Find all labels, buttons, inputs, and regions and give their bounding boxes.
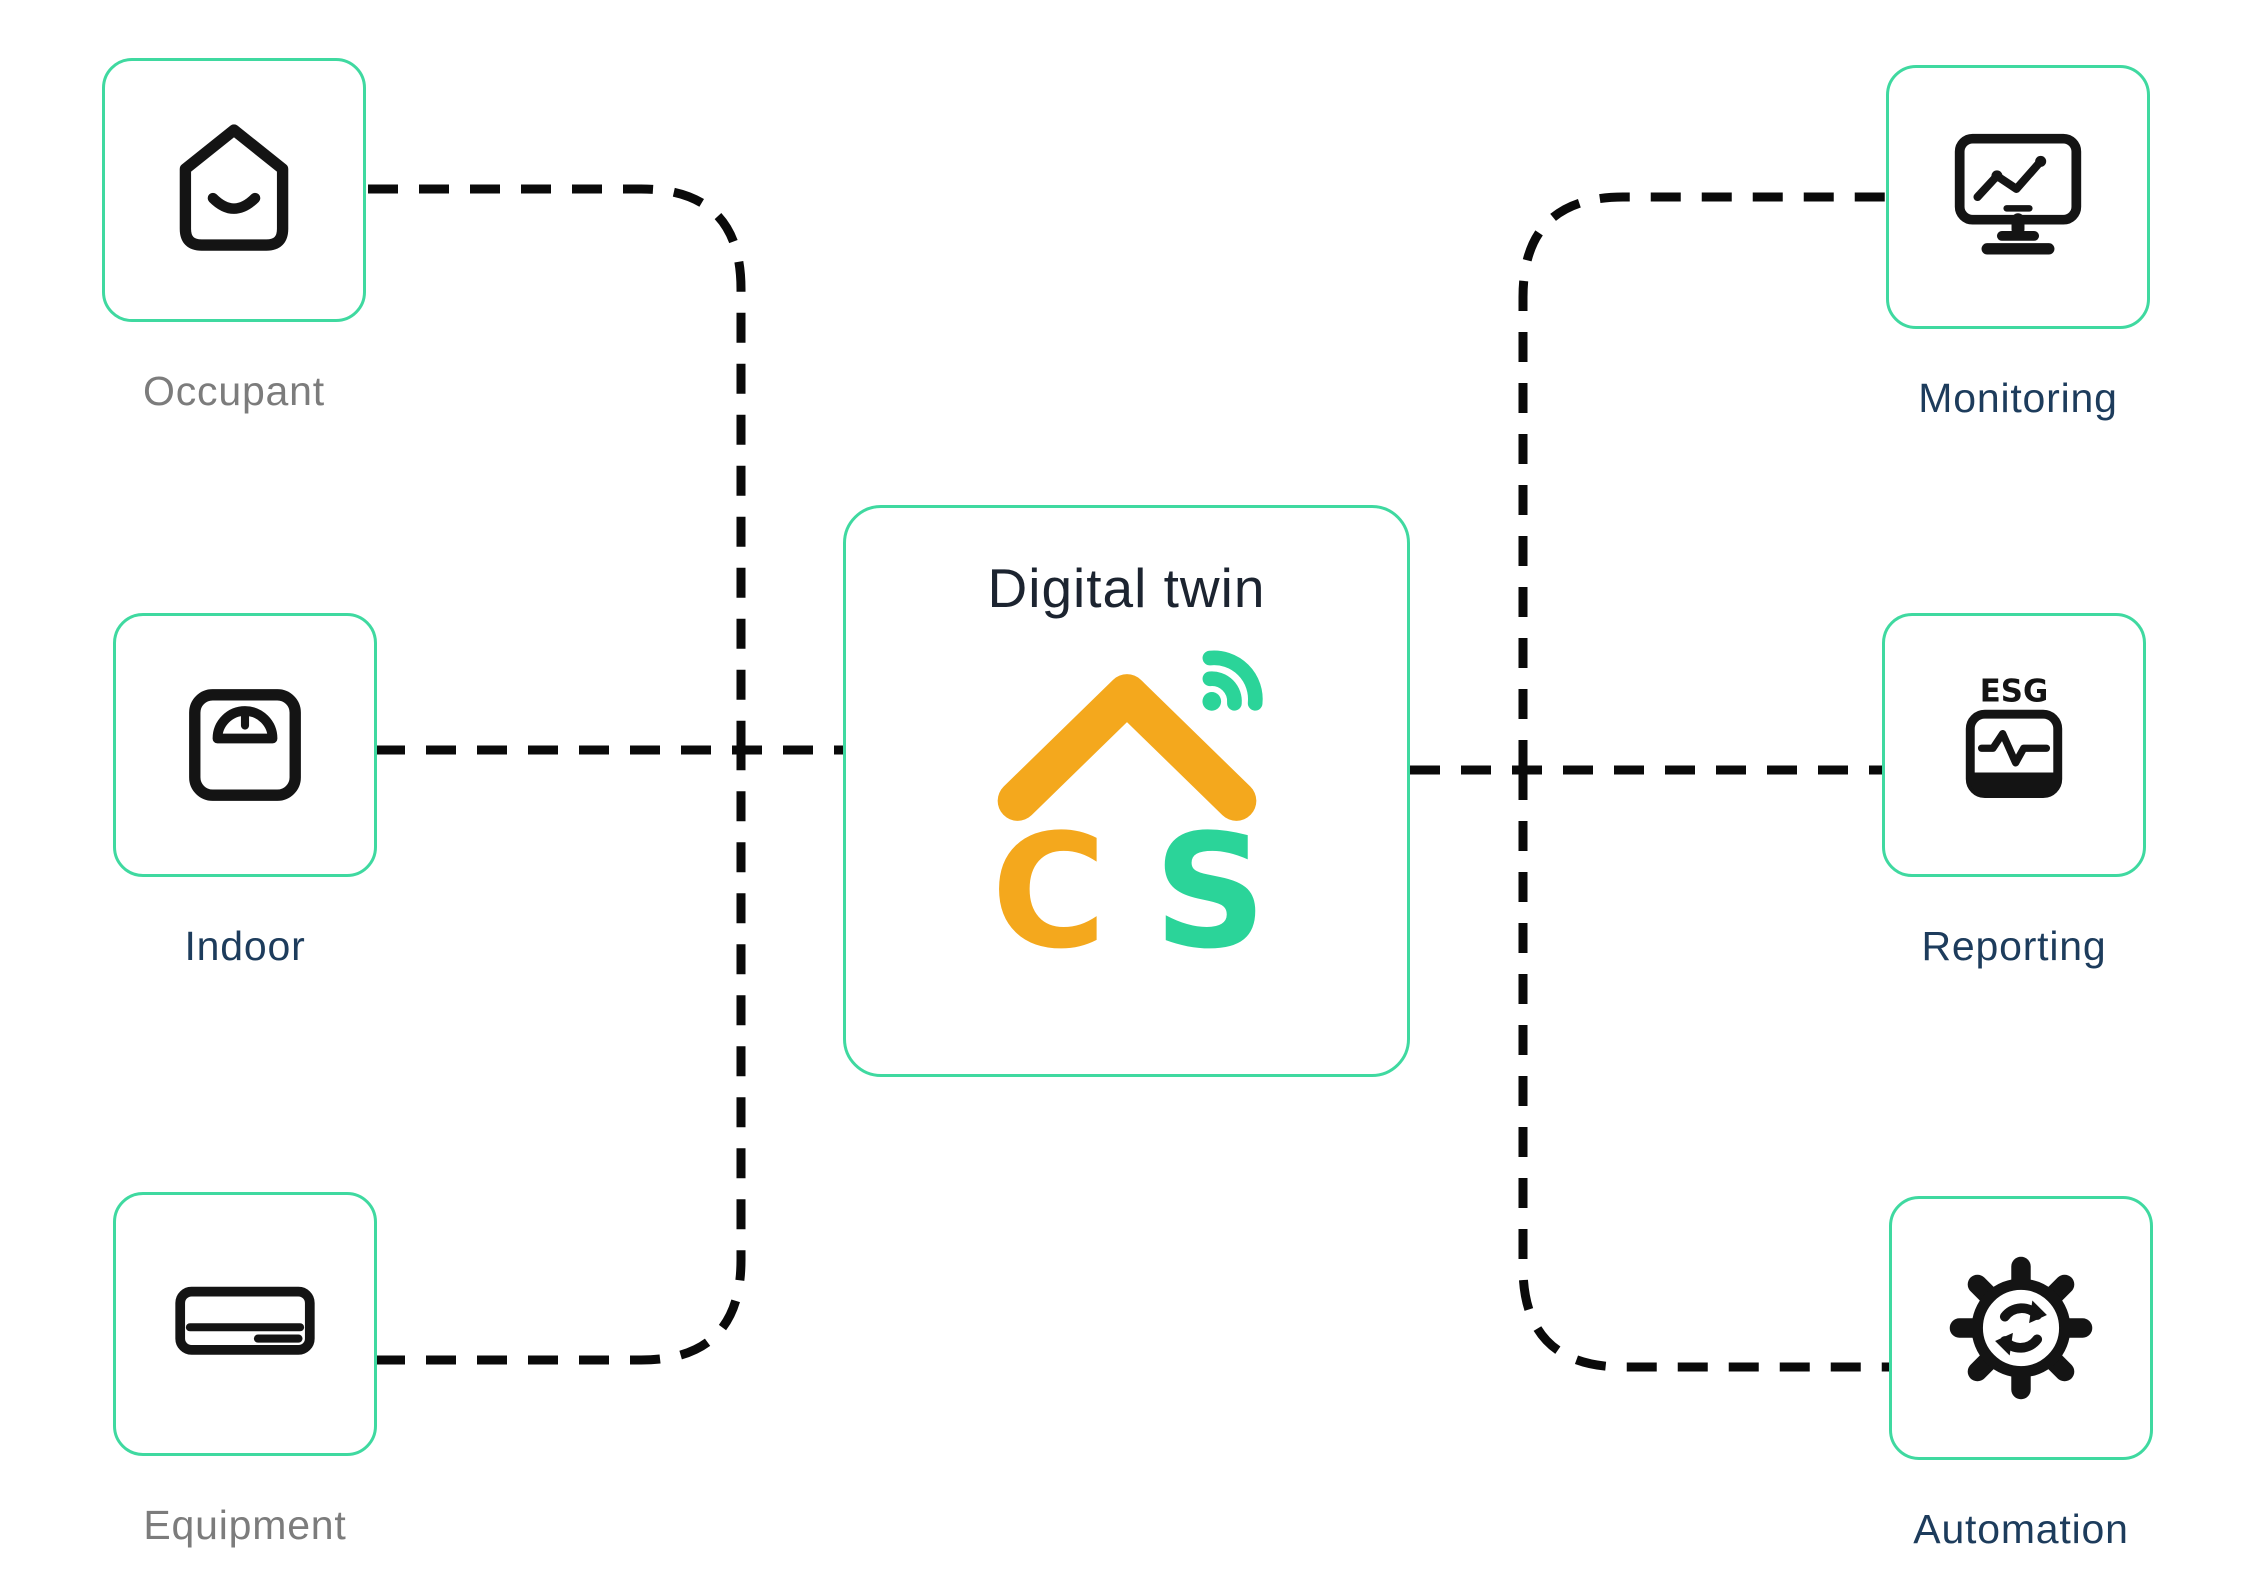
logo-letters: C S: [991, 801, 1263, 977]
occupant-box: [102, 58, 366, 322]
automation-box: [1889, 1196, 2153, 1460]
automation-gear-icon: [1949, 1256, 2093, 1400]
indoor-scale-icon: [189, 689, 301, 801]
connector-center-to-automation: [1518, 770, 1889, 1372]
esg-card-bottom-band: [1970, 772, 2058, 794]
node-equipment: Equipment: [113, 1192, 377, 1549]
indoor-box: [113, 613, 377, 877]
cs-logo: C S: [991, 650, 1266, 977]
logo-wifi-icon: [1201, 650, 1263, 711]
logo-roof: [997, 674, 1256, 821]
connector-equipment-to-center: [375, 750, 746, 1365]
occupant-house-icon: [179, 124, 289, 251]
monitoring-label: Monitoring: [1918, 375, 2118, 421]
reporting-label: Reporting: [1921, 923, 2107, 969]
connector-center-to-monitoring: [1518, 192, 1886, 770]
equipment-box: [113, 1192, 377, 1456]
node-indoor: Indoor: [113, 613, 377, 970]
equipment-ac-icon: [175, 1286, 315, 1355]
node-occupant: Occupant: [102, 58, 366, 415]
equipment-label: Equipment: [143, 1502, 347, 1548]
monitoring-box: [1886, 65, 2150, 329]
reporting-esg-icon: ESG: [1965, 673, 2063, 799]
indoor-label: Indoor: [184, 923, 306, 969]
esg-text: ESG: [1980, 673, 2048, 709]
reporting-box: ESG: [1882, 613, 2146, 877]
digital-twin-title: Digital twin: [987, 557, 1266, 619]
logo-letter-c: C: [991, 801, 1102, 977]
node-reporting: ESG Reporting: [1882, 613, 2146, 970]
connector-occupant-to-center: [368, 184, 746, 750]
digital-twin-card: Digital twin C S: [843, 505, 1410, 1077]
node-automation: Automation: [1889, 1196, 2153, 1553]
logo-letter-s: S: [1153, 801, 1262, 977]
automation-label: Automation: [1913, 1506, 2129, 1552]
monitoring-monitor-icon: [1954, 133, 2082, 255]
occupant-label: Occupant: [143, 368, 325, 414]
node-monitoring: Monitoring: [1886, 65, 2150, 422]
